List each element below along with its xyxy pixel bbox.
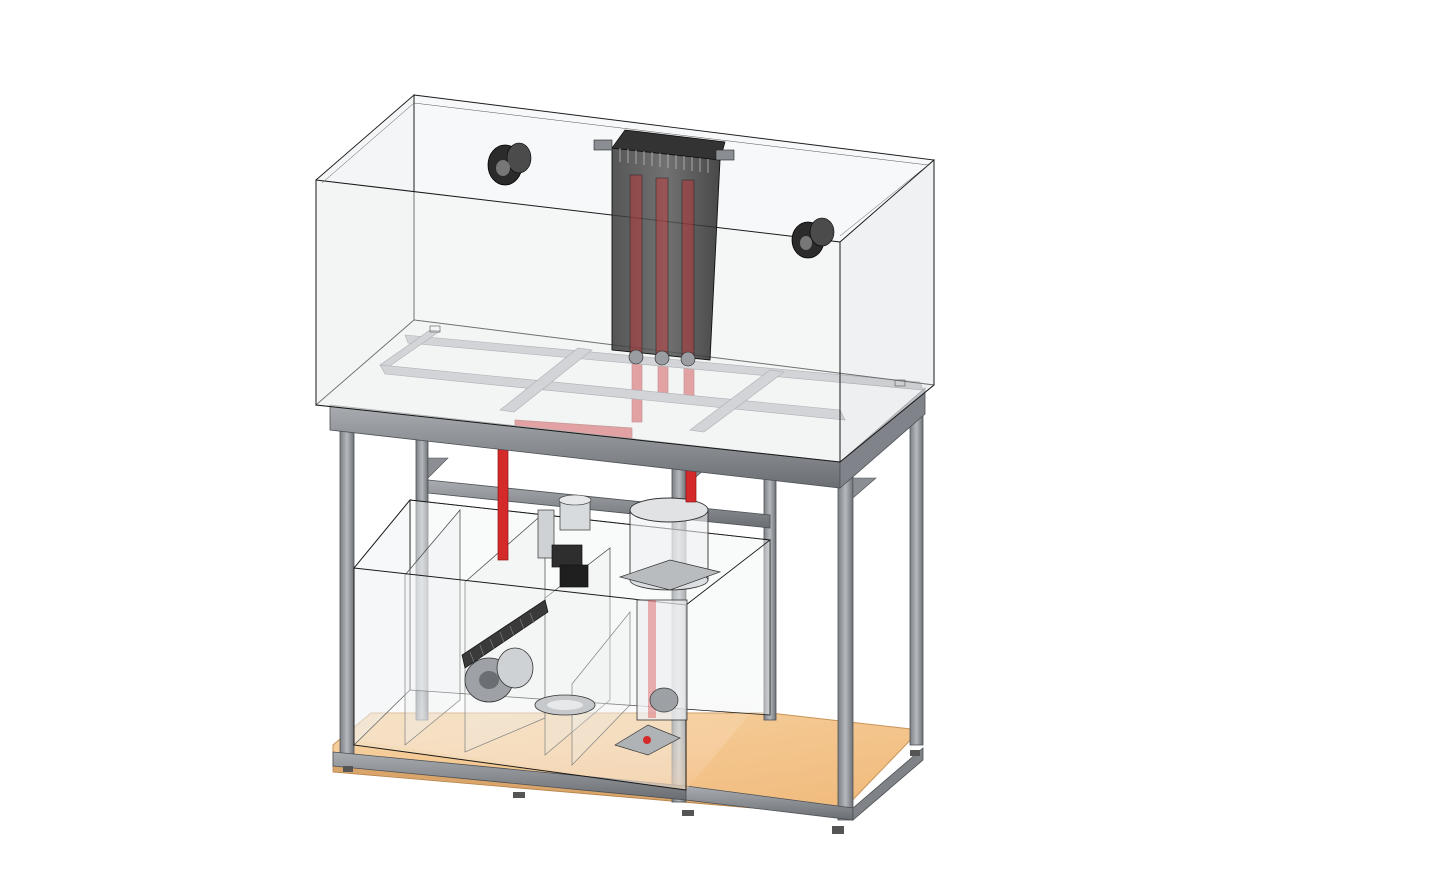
heater [461, 599, 549, 669]
stand-foot [832, 826, 844, 834]
stand-leg-front-left [339, 424, 355, 766]
drain-pipe [497, 447, 509, 561]
stand-foot [343, 766, 353, 772]
stand-foot [682, 810, 694, 816]
stand-foot [513, 792, 525, 798]
overflow-box [593, 129, 735, 367]
dosing-pump [537, 494, 592, 588]
wave-pump-right [791, 217, 835, 259]
stand-foot [910, 750, 920, 756]
filter-cup [534, 694, 596, 716]
return-pump [464, 647, 534, 703]
stand-top-frame [329, 329, 926, 489]
stand-leg-side-right [909, 414, 924, 746]
stand-leg-front-right [837, 474, 854, 821]
wave-pump-left [487, 142, 532, 186]
protein-skimmer [614, 497, 722, 756]
